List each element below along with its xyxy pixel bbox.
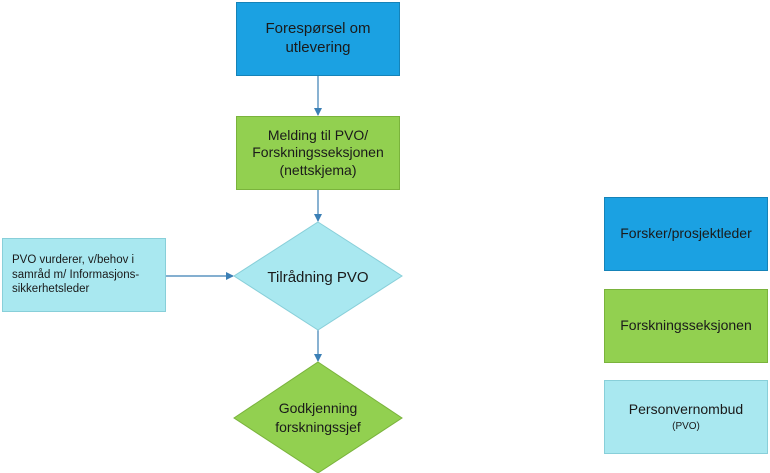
recommendation-diamond [233,221,403,331]
legend-label-research-section: Forskningsseksjonen [620,317,752,334]
request-box: Forespørsel om utlevering [236,2,400,76]
legend-item-research-section: Forskningsseksjonen [604,289,768,363]
recommendation-label: Tilrådning PVO [267,269,368,286]
request-label-line-1: Forespørsel om [265,20,371,38]
legend-label-privacy-officer: Personvernombud [628,400,744,417]
side-note-line-1: PVO vurderer, v/behov i [12,254,135,267]
request-label-line-2: utlevering [285,39,351,56]
legend-item-privacy-officer: Personvernombud (PVO) [604,380,768,454]
approval-diamond [233,361,403,473]
side-note-line-2: samråd m/ Informasjons- [12,268,140,281]
report-label-line-3: (nettskjema) [279,161,357,178]
legend-sublabel-privacy-officer: (PVO) [672,421,700,432]
report-label-line-1: Melding til PVO/ [267,126,369,143]
legend-label-researcher: Forsker/prosjektleder [620,225,752,242]
approval-label-line-2: forskningssjef [275,419,361,435]
approval-label-line-1: Godkjenning [279,400,358,416]
report-box: Melding til PVO/ Forskningsseksjonen (ne… [236,116,400,190]
side-note-box: PVO vurderer, v/behov i samråd m/ Inform… [2,238,166,312]
report-label-line-2: Forskningsseksjonen [252,144,384,161]
side-note-line-3: sikkerhetsleder [12,283,90,296]
legend-item-researcher: Forsker/prosjektleder [604,197,768,271]
